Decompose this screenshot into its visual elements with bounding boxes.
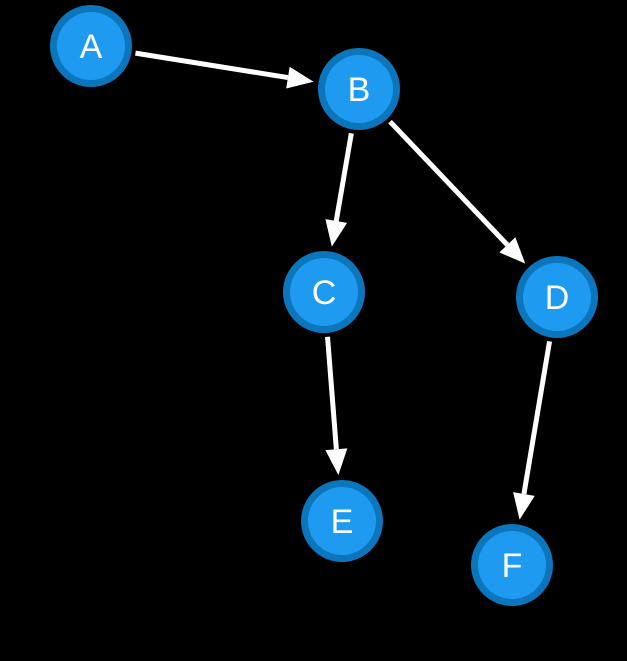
edge-d-to-f[interactable]	[513, 340, 553, 520]
node-d[interactable]: D	[516, 256, 598, 338]
edge-a-to-b[interactable]	[135, 50, 314, 89]
node-core	[308, 487, 376, 555]
node-core	[523, 263, 591, 331]
nodes-layer: A B C D E F	[50, 5, 598, 606]
arrowhead-icon	[286, 66, 314, 89]
edge-c-to-e[interactable]	[325, 336, 348, 476]
node-core	[325, 55, 393, 123]
edge-line	[135, 50, 289, 81]
edges-layer	[135, 50, 553, 520]
node-f[interactable]: F	[471, 524, 553, 606]
edge-line	[325, 336, 339, 450]
node-a[interactable]: A	[50, 5, 132, 87]
arrowhead-icon	[499, 237, 526, 264]
node-c[interactable]: C	[283, 251, 365, 333]
edge-line	[333, 132, 354, 222]
arrowhead-icon	[325, 448, 348, 476]
node-core	[57, 12, 125, 80]
node-core	[478, 531, 546, 599]
edge-b-to-c[interactable]	[325, 132, 354, 247]
arrowhead-icon	[325, 219, 348, 247]
edge-line	[521, 340, 553, 495]
node-b[interactable]: B	[318, 48, 400, 130]
edge-b-to-d[interactable]	[388, 119, 526, 264]
arrowhead-icon	[513, 492, 535, 520]
node-e[interactable]: E	[301, 480, 383, 562]
node-core	[290, 258, 358, 326]
edge-line	[388, 119, 510, 247]
